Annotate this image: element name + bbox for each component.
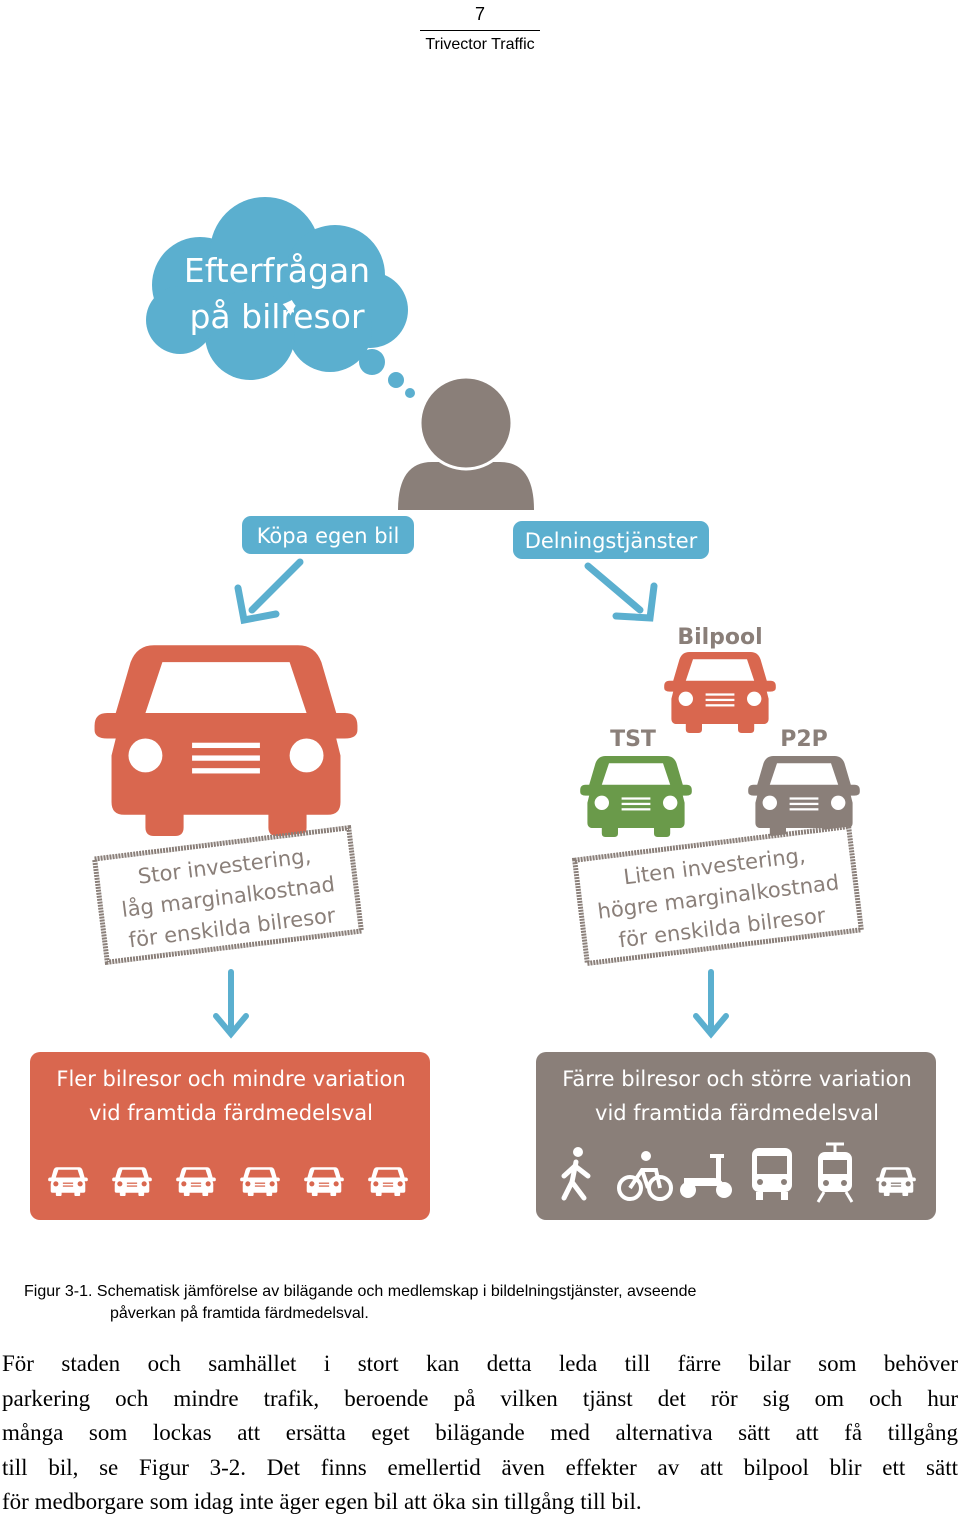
car-icon [876,1167,916,1196]
buy-car-label-bg [242,516,414,554]
header-divider [420,30,540,31]
header-company: Trivector Traffic [425,36,535,53]
bicycle-icon [617,1151,673,1201]
body-line2: parkering och mindre trafik, beroende på… [2,1385,958,1411]
body-line3: många som lockas att ersätta eget biläga… [2,1420,958,1445]
caption-line1: Figur 3-1. Schematisk jämförelse av bilä… [24,1283,697,1300]
body-line4: till bil, se Figur 3-2. Det finns emelle… [2,1454,958,1480]
tram-icon [816,1142,854,1203]
right-sign: Liten investering, högre marginalkostnad… [571,823,865,967]
arrow-right-icon [584,562,658,622]
cloud-text-line2: på bilresor [189,297,364,336]
owned-car-icon [94,645,358,836]
body-paragraph: För staden och samhället i stort kan det… [2,1347,958,1520]
left-box-line2: vid framtida färdmedelsval [89,1101,373,1125]
body-line1: För staden och samhället i stort kan det… [2,1351,958,1376]
page-number: 7 [474,4,485,24]
arrow-down-right-icon [693,969,729,1039]
arrow-left-icon [234,558,304,625]
pedestrian-icon [561,1147,591,1201]
right-box-line1: Färre bilresor och större variation [562,1067,912,1091]
arrow-down-left-icon [213,969,249,1039]
caption-line2: påverkan på framtida färdmedelsval. [110,1305,369,1322]
left-box-line1: Fler bilresor och mindre variation [56,1067,405,1091]
left-box-cars [48,1167,408,1196]
sharing-label: Delningstjänster [525,529,698,553]
right-box-line2: vid framtida färdmedelsval [595,1101,879,1125]
person-icon [398,377,534,510]
p2p-label: P2P [780,727,828,752]
sharing-label-bg [513,521,709,559]
bilpool-car-icon [664,652,776,733]
buy-car-label: Köpa egen bil [257,524,400,548]
bus-icon [752,1148,792,1200]
figure-caption: Figur 3-1. Schematisk jämförelse av bilä… [24,1281,924,1325]
scooter-icon [680,1154,732,1198]
left-sign: Stor investering, låg marginalkostnad fö… [91,825,365,965]
body-line5: för medborgare som idag inte äger egen b… [2,1489,642,1514]
tst-car-icon [580,756,692,837]
thought-cloud [146,197,415,398]
bilpool-label: Bilpool [677,625,762,650]
cloud-text-line1: Efterfrågan [184,251,370,290]
tst-label: TST [610,727,656,752]
figure-illustration: Efterfrågan på bilresor Köpa egen bil De… [30,197,936,1220]
